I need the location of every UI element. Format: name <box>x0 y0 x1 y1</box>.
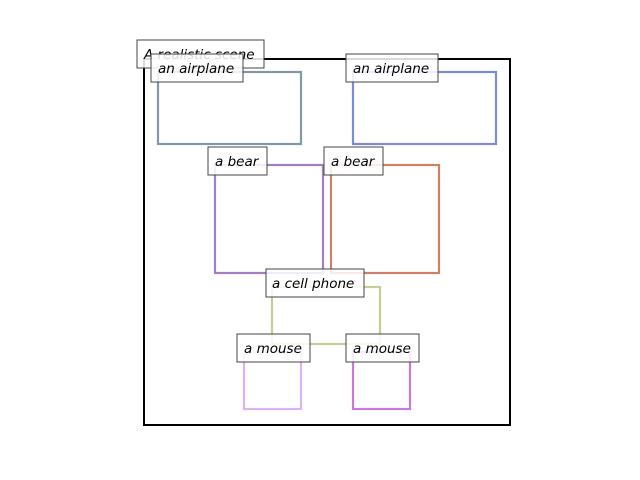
airplane-label-text-2: an airplane <box>353 61 429 77</box>
scene-frame <box>143 58 511 426</box>
bear-label-1: a bear <box>207 146 268 176</box>
bear-box-2 <box>329 163 441 275</box>
bear-label-text-1: a bear <box>215 154 260 170</box>
airplane-label-2: an airplane <box>345 53 439 83</box>
cell-phone-label: a cell phone <box>265 268 365 298</box>
bear-label-2: a bear <box>323 146 384 176</box>
mouse-label-1: a mouse <box>236 333 311 363</box>
mouse-label-text-2: a mouse <box>353 341 411 357</box>
mouse-label-2: a mouse <box>345 333 420 363</box>
bear-label-text-2: a bear <box>331 154 376 170</box>
cell-phone-label-text: a cell phone <box>272 276 354 292</box>
airplane-box-2 <box>351 70 498 146</box>
airplane-box-1 <box>156 70 303 146</box>
mouse-label-text-1: a mouse <box>244 341 302 357</box>
airplane-label-1: an airplane <box>150 53 244 83</box>
bear-box-1 <box>213 163 325 275</box>
airplane-label-text-1: an airplane <box>158 61 234 77</box>
